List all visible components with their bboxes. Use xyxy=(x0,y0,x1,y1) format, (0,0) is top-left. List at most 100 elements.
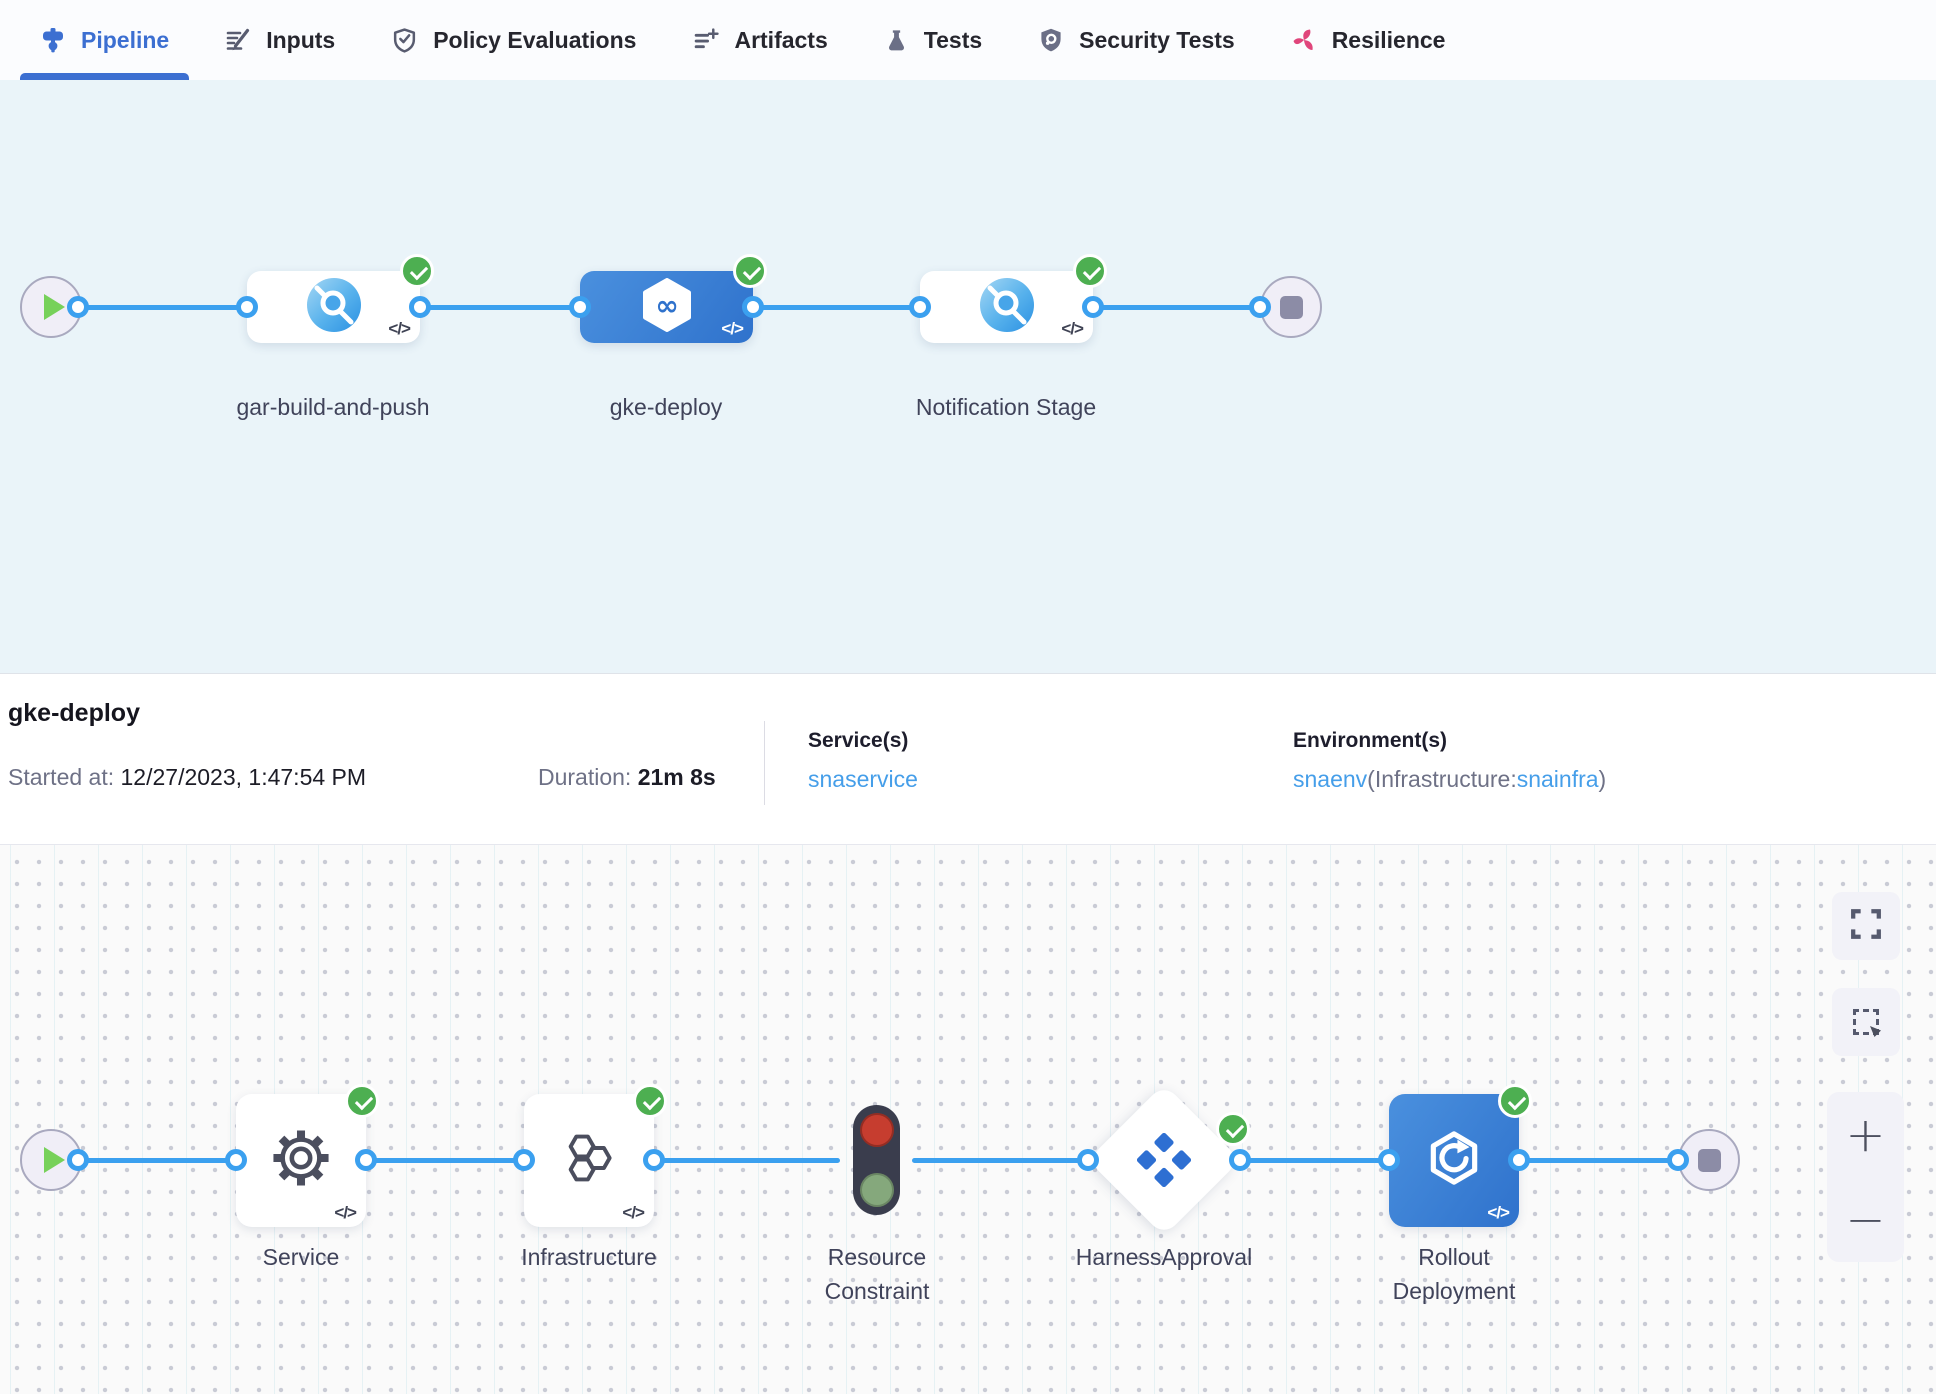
edge xyxy=(366,1158,524,1163)
cd-deploy-icon: ∞ xyxy=(640,277,694,337)
port xyxy=(742,296,764,318)
rollout-deployment-icon xyxy=(1423,1127,1485,1194)
play-icon xyxy=(44,1147,65,1173)
step-card-infrastructure[interactable]: </> xyxy=(524,1094,654,1227)
success-check-badge xyxy=(633,1084,667,1118)
resource-constraint-traffic-light-icon[interactable] xyxy=(853,1105,900,1215)
stage-details-bar: gke-deploy Started at: 12/27/2023, 1:47:… xyxy=(0,673,1936,845)
divider xyxy=(764,721,765,805)
port xyxy=(1077,1149,1099,1171)
step-card-service[interactable]: </> xyxy=(236,1094,366,1227)
stage-title: gke-deploy xyxy=(8,699,140,727)
tab-pipeline[interactable]: Pipeline xyxy=(12,0,197,80)
stage-card-gar-build-and-push[interactable]: </> xyxy=(247,271,420,343)
pipeline-icon xyxy=(40,27,66,53)
success-check-badge xyxy=(400,254,434,288)
service-link[interactable]: snaservice xyxy=(808,766,918,793)
tab-label: Tests xyxy=(923,26,983,53)
success-check-badge xyxy=(345,1084,379,1118)
zoom-out-button[interactable]: − xyxy=(1845,1191,1886,1248)
execution-tabbar: Pipeline Inputs Policy Evaluations Artif… xyxy=(0,0,1936,80)
tab-label: Artifacts xyxy=(734,26,828,53)
yaml-code-glyph: </> xyxy=(721,319,744,338)
tab-inputs[interactable]: Inputs xyxy=(197,0,363,80)
duration-label: Duration: xyxy=(538,764,632,790)
zoom-controls: + − xyxy=(1827,1092,1904,1262)
play-icon xyxy=(44,294,65,320)
stage-card-notification-stage[interactable]: </> xyxy=(920,271,1093,343)
infrastructure-name-link[interactable]: snainfra xyxy=(1516,766,1599,792)
tab-artifacts[interactable]: Artifacts xyxy=(664,0,855,80)
edge xyxy=(78,305,247,310)
success-check-badge xyxy=(1498,1084,1532,1118)
yaml-code-glyph: </> xyxy=(1487,1203,1510,1222)
zoom-in-button[interactable]: + xyxy=(1845,1106,1886,1163)
tab-tests[interactable]: Tests xyxy=(856,0,1010,80)
edge xyxy=(654,1158,840,1163)
inputs-icon xyxy=(225,27,251,53)
tab-label: Inputs xyxy=(266,26,336,53)
tab-policy-evaluations[interactable]: Policy Evaluations xyxy=(363,0,664,80)
step-card-rollout-deployment[interactable]: </> xyxy=(1389,1094,1519,1227)
ci-build-icon xyxy=(306,277,361,337)
port xyxy=(67,296,89,318)
step-label: Infrastructure xyxy=(521,1244,657,1270)
port xyxy=(409,296,431,318)
stage-graph-canvas[interactable]: </> gar-build-and-push ∞ </> gke-deploy … xyxy=(0,80,1936,673)
port xyxy=(569,296,591,318)
stop-icon xyxy=(1279,295,1303,319)
tab-security-tests[interactable]: Security Tests xyxy=(1010,0,1263,80)
stage-label: gar-build-and-push xyxy=(236,394,430,420)
port xyxy=(236,296,258,318)
step-label: HarnessApproval xyxy=(1075,1244,1253,1270)
green-lamp xyxy=(859,1173,894,1207)
port xyxy=(513,1149,535,1171)
tab-label: Policy Evaluations xyxy=(433,26,637,53)
edge xyxy=(1240,1158,1389,1163)
resilience-chaos-icon xyxy=(1291,27,1317,53)
port xyxy=(1667,1149,1689,1171)
execution-graph-canvas[interactable]: </> Service </> Infrastructure Resource … xyxy=(0,845,1936,1394)
edge xyxy=(1093,305,1260,310)
tab-resilience[interactable]: Resilience xyxy=(1263,0,1474,80)
stage-card-gke-deploy[interactable]: ∞ </> xyxy=(580,271,753,343)
service-name[interactable]: snaservice xyxy=(808,766,918,792)
environment-value: snaenv(Infrastructure:snainfra) xyxy=(1293,766,1606,793)
service-gear-icon xyxy=(270,1127,332,1194)
step-label: Resource Constraint xyxy=(824,1244,930,1304)
infrastructure-suffix: ) xyxy=(1598,766,1607,792)
port xyxy=(225,1149,247,1171)
infrastructure-hexagons-icon xyxy=(558,1127,620,1194)
started-at-label: Started at: xyxy=(8,764,115,790)
duration: Duration: 21m 8s xyxy=(538,764,716,791)
port xyxy=(1082,296,1104,318)
edge xyxy=(420,305,580,310)
success-check-badge xyxy=(1073,254,1107,288)
environment-name-link[interactable]: snaenv xyxy=(1293,766,1368,792)
stop-icon xyxy=(1697,1148,1721,1172)
port xyxy=(1249,296,1271,318)
edge xyxy=(1519,1158,1678,1163)
svg-text:∞: ∞ xyxy=(655,289,678,322)
step-label: Service xyxy=(262,1244,340,1270)
policy-shield-check-icon xyxy=(391,27,418,54)
stage-label: Notification Stage xyxy=(915,394,1097,420)
success-check-badge xyxy=(733,254,767,288)
red-lamp xyxy=(859,1113,894,1147)
end-node xyxy=(1678,1129,1740,1191)
edge xyxy=(912,1158,1088,1163)
tab-label: Resilience xyxy=(1331,26,1446,53)
yaml-code-glyph: </> xyxy=(334,1203,357,1222)
fullscreen-button[interactable] xyxy=(1832,892,1900,960)
fullscreen-icon xyxy=(1850,908,1882,945)
port xyxy=(1229,1149,1251,1171)
started-at: Started at: 12/27/2023, 1:47:54 PM xyxy=(8,764,366,791)
edge xyxy=(753,305,920,310)
tab-label: Security Tests xyxy=(1079,26,1235,53)
port xyxy=(355,1149,377,1171)
yaml-code-glyph: </> xyxy=(622,1203,645,1222)
port xyxy=(67,1149,89,1171)
step-card-harness-approval[interactable] xyxy=(1087,1083,1241,1237)
selection-mode-button[interactable] xyxy=(1832,988,1900,1056)
step-label: Rollout Deployment xyxy=(1392,1244,1516,1304)
